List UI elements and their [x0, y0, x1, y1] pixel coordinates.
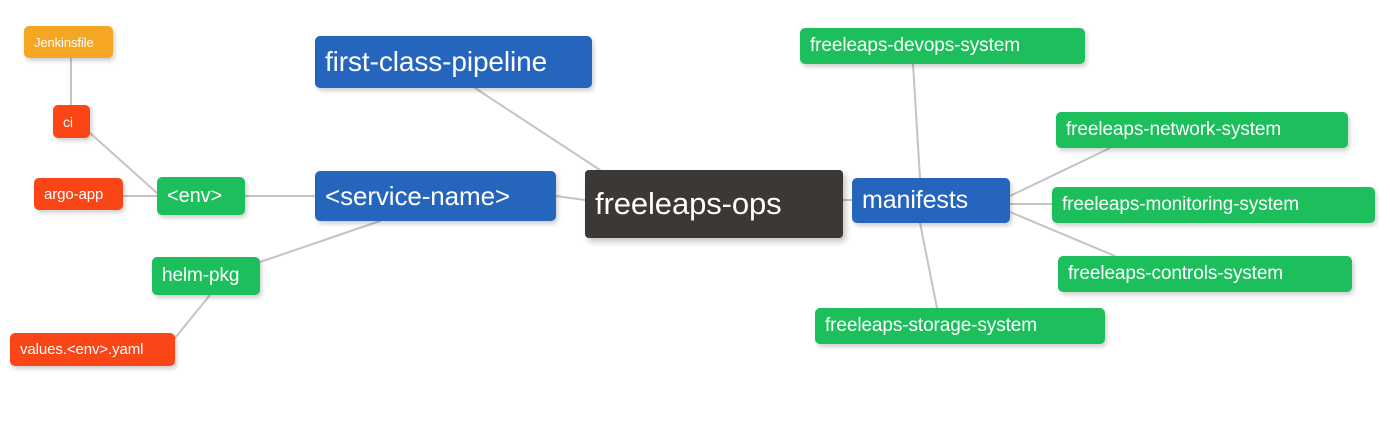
- edge-helm-pkg-to-service-name: [259, 220, 381, 263]
- node-label: freeleaps-devops-system: [810, 35, 1020, 56]
- edge-first-class-pipeline-to-freeleaps-ops: [474, 87, 601, 171]
- node-label: <env>: [167, 184, 223, 207]
- edge-manifests-to-freeleaps-storage-system: [919, 222, 938, 309]
- node-freeleaps-network-system[interactable]: freeleaps-network-system: [1056, 112, 1348, 148]
- node-label: Jenkinsfile: [34, 34, 94, 50]
- node-label: freeleaps-controls-system: [1068, 263, 1284, 284]
- node-label: freeleaps-ops: [595, 186, 782, 221]
- node-label: freeleaps-monitoring-system: [1062, 194, 1299, 215]
- edge-manifests-to-freeleaps-devops-system: [912, 63, 921, 179]
- node-freeleaps-devops-system[interactable]: freeleaps-devops-system: [800, 28, 1085, 64]
- node-values-yaml[interactable]: values.<env>.yaml: [10, 333, 175, 366]
- node-label: <service-name>: [325, 180, 511, 211]
- node-jenkinsfile[interactable]: Jenkinsfile: [24, 26, 113, 58]
- node-freeleaps-monitoring-system[interactable]: freeleaps-monitoring-system: [1052, 187, 1375, 223]
- node-freeleaps-storage-system[interactable]: freeleaps-storage-system: [815, 308, 1105, 344]
- node-argo-app[interactable]: argo-app: [34, 178, 123, 210]
- node-service-name[interactable]: <service-name>: [315, 171, 556, 221]
- edge-service-name-to-freeleaps-ops: [555, 195, 586, 201]
- node-label: values.<env>.yaml: [20, 341, 144, 358]
- node-freeleaps-controls-system[interactable]: freeleaps-controls-system: [1058, 256, 1352, 292]
- node-label: first-class-pipeline: [325, 46, 548, 77]
- node-label: freeleaps-network-system: [1066, 119, 1282, 140]
- node-env[interactable]: <env>: [157, 177, 245, 215]
- node-label: helm-pkg: [162, 265, 240, 286]
- node-label: argo-app: [44, 185, 104, 203]
- node-ci[interactable]: ci: [53, 105, 90, 138]
- node-manifests[interactable]: manifests: [852, 178, 1010, 223]
- node-first-class-pipeline[interactable]: first-class-pipeline: [315, 36, 592, 88]
- node-freeleaps-ops[interactable]: freeleaps-ops: [585, 170, 843, 238]
- node-label: freeleaps-storage-system: [825, 315, 1037, 336]
- node-label: ci: [63, 113, 73, 130]
- node-helm-pkg[interactable]: helm-pkg: [152, 257, 260, 295]
- edge-values-yaml-to-helm-pkg: [174, 294, 211, 339]
- node-label: manifests: [862, 186, 969, 214]
